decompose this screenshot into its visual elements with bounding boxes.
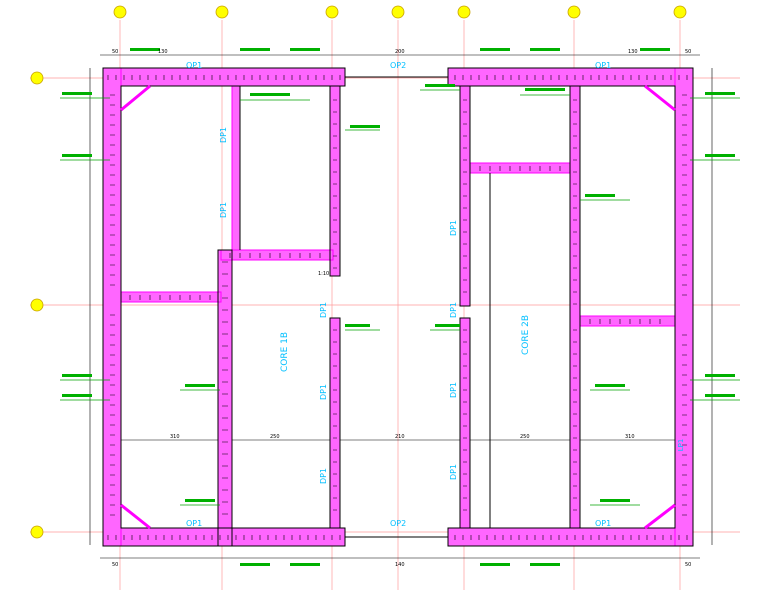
opening-label-vertical: DP1 — [319, 468, 328, 484]
dimension-text: 50 — [685, 49, 691, 55]
core-label-1b: CORE 1B — [280, 332, 290, 372]
dimension-text: 310 — [170, 434, 180, 440]
dimension-text: 130 — [158, 49, 168, 55]
rebar-ticks — [107, 75, 688, 540]
dimension-text: 200 — [395, 49, 405, 55]
opening-label-vertical: LP1 — [677, 439, 685, 452]
grid-bubble — [30, 525, 44, 539]
dimension-text: 50 — [112, 562, 118, 568]
annotation-leaders — [60, 89, 740, 506]
grid-bubbles — [30, 5, 687, 539]
opening-label-vertical: DP1 — [319, 384, 328, 400]
dimension-text: 250 — [520, 434, 530, 440]
grid-bubble — [215, 5, 229, 19]
dimension-text: 210 — [395, 434, 405, 440]
opening-label-vertical: DP1 — [219, 127, 228, 143]
grid-lines — [30, 20, 740, 590]
corner-diagonals — [120, 84, 676, 530]
opening-label-vertical: DP1 — [449, 464, 458, 480]
opening-label-vertical: DP1 — [449, 220, 458, 236]
dimension-text: 50 — [685, 562, 691, 568]
dimension-lines — [89, 54, 713, 559]
dimension-text: 140 — [395, 562, 405, 568]
opening-label-vertical: DP1 — [219, 202, 228, 218]
grid-bubble — [113, 5, 127, 19]
dimension-text: 50 — [112, 49, 118, 55]
dimension-text: 130 — [628, 49, 638, 55]
grid-bubble — [30, 71, 44, 85]
dimension-text: 250 — [270, 434, 280, 440]
opening-label-vertical: DP1 — [449, 302, 458, 318]
opening-label: OP1 — [186, 61, 202, 70]
opening-label: OP2 — [390, 519, 406, 528]
grid-bubble — [30, 298, 44, 312]
opening-label-vertical: DP1 — [449, 382, 458, 398]
dimension-text: 310 — [625, 434, 635, 440]
core-label-2b: CORE 2B — [521, 315, 531, 355]
opening-label: OP2 — [390, 61, 406, 70]
grid-bubble — [457, 5, 471, 19]
opening-label: OP1 — [186, 519, 202, 528]
opening-label: OP1 — [595, 61, 611, 70]
opening-label-vertical: DP1 — [319, 302, 328, 318]
dimension-text: 1:10 — [318, 271, 329, 277]
grid-bubble — [325, 5, 339, 19]
grid-bubble — [391, 5, 405, 19]
grid-bubble — [673, 5, 687, 19]
annotation-blocks — [62, 48, 735, 566]
grid-bubble — [567, 5, 581, 19]
opening-label: OP1 — [595, 519, 611, 528]
wall-outlines — [102, 67, 694, 547]
